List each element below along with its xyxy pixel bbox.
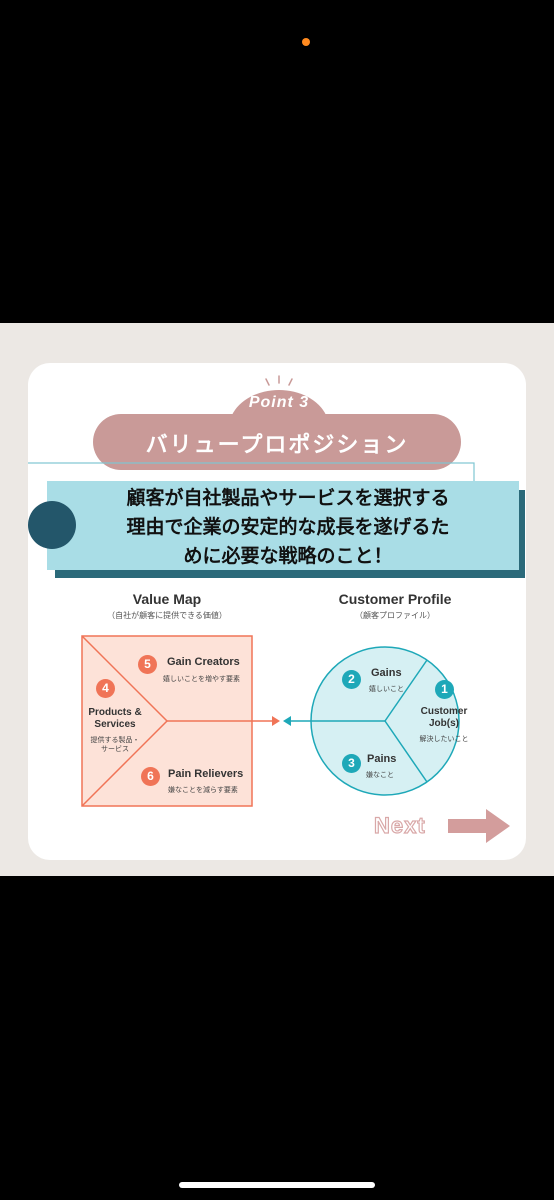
customer-profile-subtitle: （顧客プロファイル） (355, 611, 435, 620)
arrow-left-icon (283, 716, 291, 726)
products-label-2: Services (94, 719, 136, 730)
slide-panel: Point 3 バリュープロポジション 顧客が自社製品やサービスを選択する 理由… (0, 323, 554, 876)
definition-box (47, 481, 519, 570)
products-desc-1: 提供する製品・ (90, 737, 140, 744)
gains-label: Gains (371, 667, 402, 679)
jobs-label-2: Job(s) (429, 718, 459, 729)
customer-profile-title: Customer Profile (338, 591, 452, 607)
definition-text: 顧客が自社製品やサービスを選択する 理由で企業の安定的な成長を遂げるた めに必要… (82, 484, 494, 571)
pain-relievers-label: Pain Relievers (168, 768, 244, 780)
jobs-desc: 解決したいこと (419, 736, 469, 743)
point-label: Point 3 (248, 394, 310, 411)
pains-number: 3 (342, 754, 361, 773)
value-map-title: Value Map (132, 591, 202, 607)
dark-circle (28, 501, 76, 549)
products-desc-2: サービス (101, 746, 129, 753)
home-indicator[interactable] (179, 1182, 375, 1188)
title-pill (93, 414, 461, 470)
slide-graphics (28, 375, 525, 843)
slide-card: Point 3 バリュープロポジション 顧客が自社製品やサービスを選択する 理由… (28, 363, 526, 860)
gain-creators-number: 5 (138, 655, 157, 674)
pain-relievers-desc: 嫌なことを減らす要素 (168, 787, 238, 794)
arrow-right-icon (272, 716, 280, 726)
status-dot (302, 38, 310, 46)
jobs-number: 1 (435, 680, 454, 699)
next-arrow-icon[interactable] (448, 809, 510, 843)
jobs-label-1: Customer (420, 706, 468, 717)
definition-line-1: 顧客が自社製品やサービスを選択する (126, 487, 450, 509)
pains-desc: 嫌なこと (366, 772, 394, 779)
products-label-1: Products & (88, 707, 142, 718)
gains-number: 2 (342, 670, 361, 689)
next-button[interactable]: Next (373, 812, 426, 838)
sparkle-icon (265, 375, 293, 386)
gain-creators-desc: 嬉しいことを増やす要素 (163, 676, 240, 683)
title-text: バリュープロポジション (145, 432, 409, 458)
value-map-subtitle: （自社が顧客に提供できる価値） (107, 611, 227, 620)
pains-label: Pains (367, 753, 397, 765)
definition-line-2: 理由で企業の安定的な成長を遂げるた (126, 516, 450, 538)
point-dome (232, 389, 326, 415)
gains-desc: 嬉しいこと (369, 686, 404, 693)
definition-line-3: めに必要な戦略のこと！ (183, 545, 393, 567)
pain-relievers-number: 6 (141, 767, 160, 786)
products-number: 4 (96, 679, 115, 698)
gain-creators-label: Gain Creators (167, 656, 240, 668)
